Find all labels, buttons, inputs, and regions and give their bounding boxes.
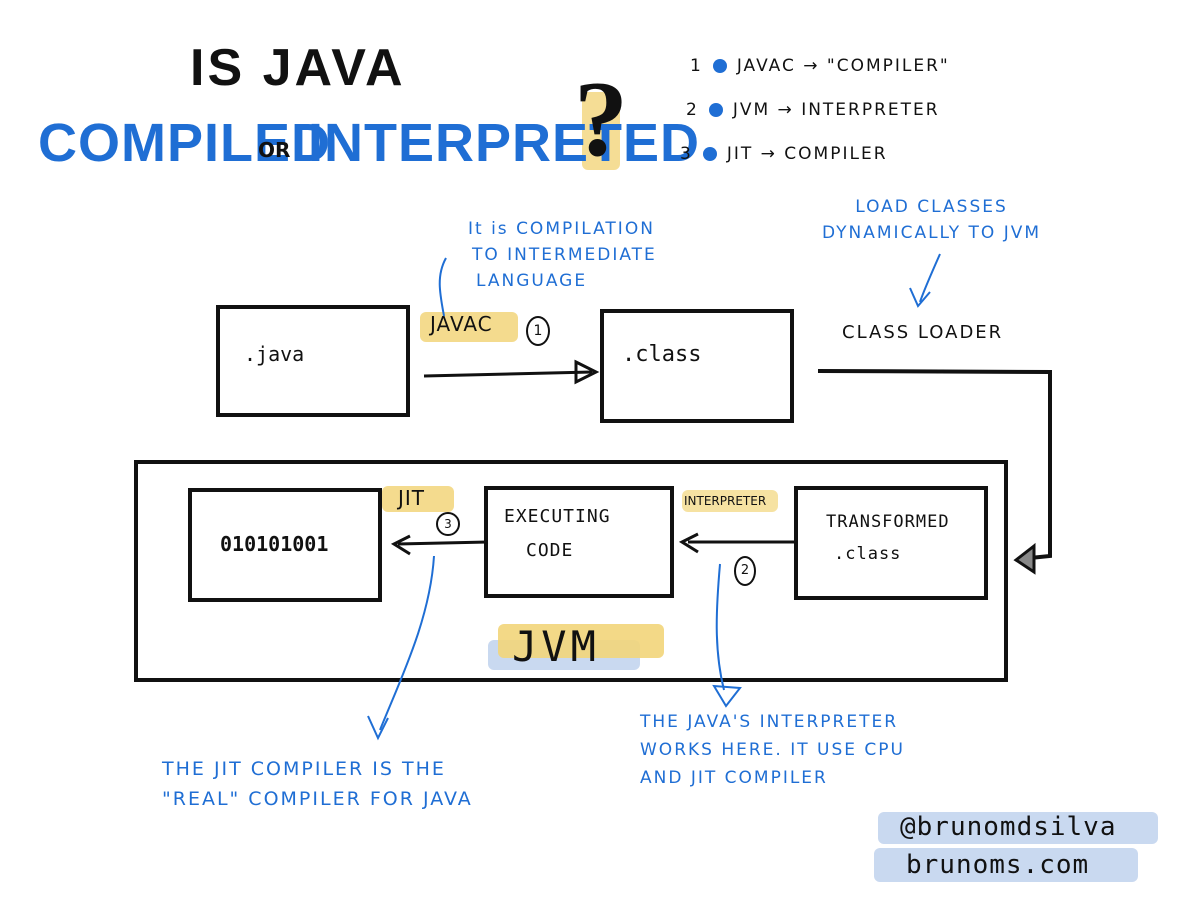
- title-interpreted: INTERPRETED: [308, 113, 701, 173]
- java-source-box: [216, 305, 410, 417]
- legend-text: JAVAC → "COMPILER": [736, 56, 950, 76]
- executing-line: EXECUTING: [504, 506, 611, 527]
- class-loader-connector: [817, 369, 1052, 560]
- interpreter-note-pointer: [715, 563, 725, 691]
- binary-label: 010101001: [220, 532, 329, 556]
- transformed-line: TRANSFORMED: [826, 512, 950, 532]
- class-file-label: .class: [622, 342, 702, 367]
- class-loader-label: CLASS LOADER: [842, 322, 1004, 343]
- title-or: OR: [258, 138, 291, 162]
- note-line: TO INTERMEDIATE: [472, 245, 657, 265]
- note-line: THE JIT COMPILER IS THE: [162, 758, 446, 780]
- jit-label: JIT: [398, 486, 426, 510]
- interpreter-note-arrowhead-icon: [712, 684, 742, 708]
- legend-num: 2: [686, 100, 699, 120]
- interpreter-arrowhead-icon: [678, 532, 699, 554]
- class-loader-arrowhead-icon: [1013, 542, 1036, 575]
- legend-dot-icon: [712, 59, 727, 73]
- load-classes-arrowhead-icon: [909, 287, 931, 308]
- legend-item-2: 2 JVM → INTERPRETER: [686, 100, 940, 120]
- jit-arrowhead-icon: [390, 534, 411, 556]
- jit-note: THE JIT COMPILER IS THE "REAL" COMPILER …: [162, 754, 473, 814]
- interpreter-note: THE JAVA'S INTERPRETER WORKS HERE. IT US…: [640, 708, 905, 792]
- note-line: WORKS HERE. IT USE CPU: [640, 740, 905, 760]
- legend-item-3: 3 JIT → COMPILER: [680, 144, 888, 164]
- jit-note-arrowhead-icon: [367, 715, 389, 741]
- note-line: LANGUAGE: [476, 271, 588, 291]
- title-line1: IS JAVA: [190, 39, 406, 97]
- transformed-line: .class: [834, 544, 902, 564]
- interpreter-label: INTERPRETER: [684, 494, 767, 508]
- legend-text: JIT → COMPILER: [726, 144, 888, 164]
- title-compiled: COMPILED: [38, 113, 332, 173]
- question-highlight: [582, 92, 620, 170]
- transformed-class-label: TRANSFORMED .class: [826, 506, 950, 570]
- compilation-pointer: [438, 257, 447, 317]
- note-line: AND JIT COMPILER: [640, 768, 828, 788]
- binary-box: [188, 488, 382, 602]
- javac-arrow: [423, 370, 593, 378]
- executing-line: CODE: [526, 540, 574, 561]
- javac-highlight: [420, 312, 518, 342]
- jvm-highlight-yellow: [498, 624, 664, 658]
- jit-arrow: [397, 540, 489, 546]
- javac-label: JAVAC: [430, 312, 493, 336]
- interpreter-highlight: [682, 490, 778, 512]
- load-classes-note: LOAD CLASSES DYNAMICALLY TO JVM: [822, 194, 1041, 246]
- question-mark-icon: ?: [574, 60, 628, 179]
- legend-dot-icon: [702, 147, 717, 161]
- java-source-label: .java: [244, 342, 305, 366]
- note-line: DYNAMICALLY TO JVM: [822, 223, 1042, 243]
- load-classes-pointer: [919, 253, 941, 303]
- jit-highlight: [382, 486, 454, 512]
- jvm-label: JVM: [512, 622, 600, 671]
- author-site: brunoms.com: [906, 850, 1090, 880]
- jit-step-badge: 3: [436, 512, 460, 536]
- transformed-class-box: [794, 486, 988, 600]
- jit-note-pointer: [379, 555, 435, 731]
- jvm-container: [134, 460, 1008, 682]
- javac-arrowhead-icon: [574, 359, 600, 385]
- note-line: It is COMPILATION: [468, 219, 655, 239]
- legend-text: JVM → INTERPRETER: [732, 100, 940, 120]
- site-highlight: [874, 848, 1138, 882]
- note-line: "REAL" COMPILER FOR JAVA: [162, 788, 473, 810]
- note-line: LOAD CLASSES: [855, 197, 1008, 217]
- class-file-box: [600, 309, 794, 423]
- compilation-note: It is COMPILATION TO INTERMEDIATE LANGUA…: [468, 216, 657, 294]
- legend-num: 3: [680, 144, 693, 164]
- legend-item-1: 1 JAVAC → "COMPILER": [690, 56, 950, 76]
- interpreter-step-badge: 2: [734, 556, 756, 586]
- author-handle: @brunomdsilva: [900, 812, 1117, 842]
- legend-dot-icon: [708, 103, 723, 117]
- handle-highlight: [878, 812, 1158, 844]
- executing-code-label: EXECUTING CODE: [504, 500, 611, 568]
- note-line: THE JAVA'S INTERPRETER: [640, 712, 899, 732]
- javac-step-badge: 1: [526, 316, 550, 346]
- legend-num: 1: [690, 56, 703, 76]
